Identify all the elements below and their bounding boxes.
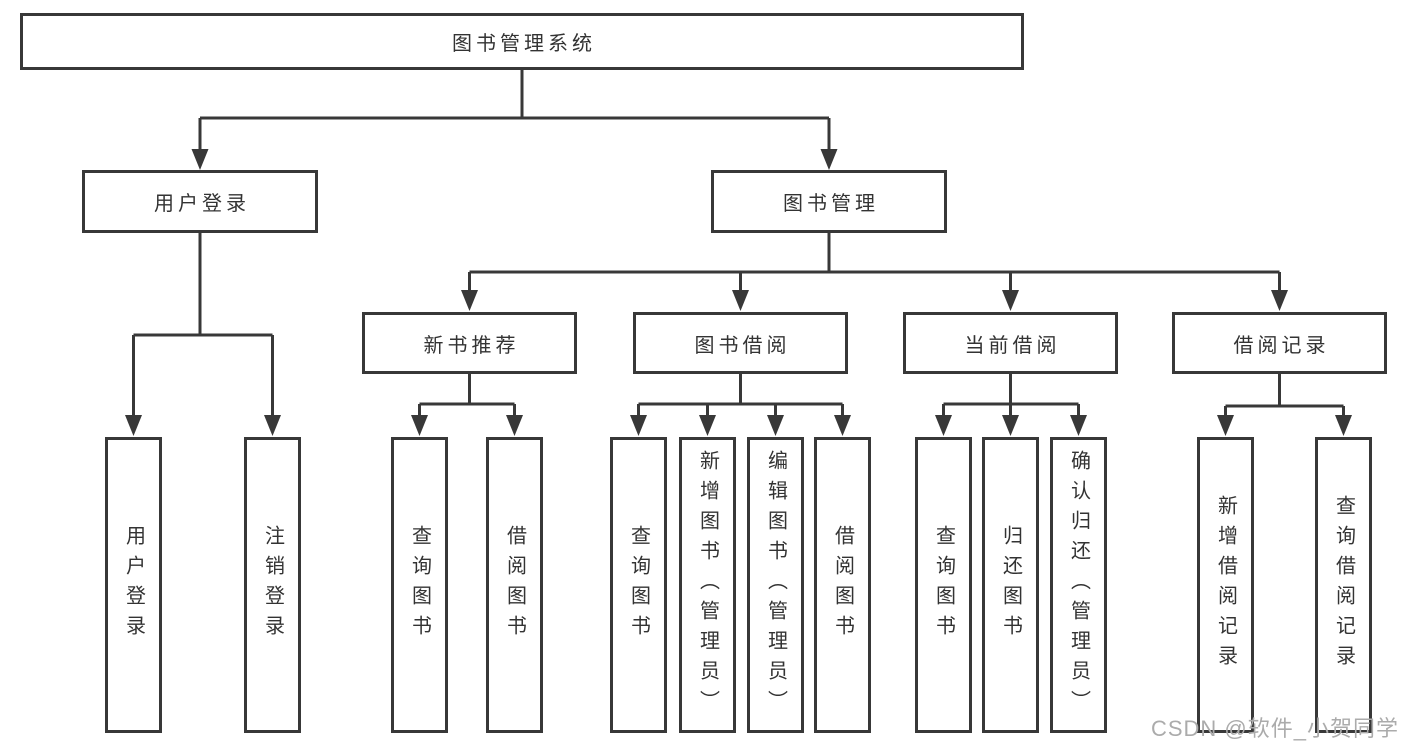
node-label: 查询图书 xyxy=(627,525,650,645)
node-library-management-system: 图书管理系统 xyxy=(20,13,1024,70)
node-label: 归还图书 xyxy=(999,525,1022,645)
node-label: 查询图书 xyxy=(932,525,955,645)
node-current-borrowing: 当前借阅 xyxy=(903,312,1118,374)
node-add-books-admin: 新增图书（管理员） xyxy=(679,437,736,733)
node-label: 当前借阅 xyxy=(964,334,1061,357)
connector-path xyxy=(132,70,1345,418)
node-edit-books-admin: 编辑图书（管理员） xyxy=(747,437,804,733)
node-query-books-borrowing: 查询图书 xyxy=(610,437,667,733)
node-label: 借阅图书 xyxy=(831,525,854,645)
node-label: 图书借阅 xyxy=(694,334,791,357)
watermark: CSDN @软件_小贺同学 xyxy=(1150,716,1399,741)
node-borrowing-records: 借阅记录 xyxy=(1172,312,1387,374)
node-book-borrowing: 图书借阅 xyxy=(633,312,848,374)
node-label: 新增借阅记录 xyxy=(1214,495,1237,675)
node-confirm-return-admin: 确认归还（管理员） xyxy=(1050,437,1107,733)
node-label: 借阅图书 xyxy=(503,525,526,645)
arrowheads xyxy=(125,149,1352,436)
node-query-books-recommend: 查询图书 xyxy=(391,437,448,733)
node-label: 确认归还（管理员） xyxy=(1067,450,1090,720)
node-add-borrow-record: 新增借阅记录 xyxy=(1197,437,1254,733)
node-label: 图书管理系统 xyxy=(452,33,596,55)
node-book-management: 图书管理 xyxy=(711,170,947,233)
node-label: 新增图书（管理员） xyxy=(696,450,719,720)
node-borrow-books-recommend: 借阅图书 xyxy=(486,437,543,733)
node-label: 新书推荐 xyxy=(423,334,520,357)
node-query-borrow-record: 查询借阅记录 xyxy=(1315,437,1372,733)
node-logout: 注销登录 xyxy=(244,437,301,733)
node-label: 图书管理 xyxy=(783,193,879,215)
node-label: 借阅记录 xyxy=(1233,334,1330,357)
node-user-login: 用户登录 xyxy=(82,170,318,233)
node-label: 用户登录 xyxy=(122,525,145,645)
node-label: 查询图书 xyxy=(408,525,431,645)
node-label: 用户登录 xyxy=(154,193,250,215)
node-user-login-action: 用户登录 xyxy=(105,437,162,733)
node-return-books: 归还图书 xyxy=(982,437,1039,733)
node-label: 查询借阅记录 xyxy=(1332,495,1355,675)
node-new-book-recommend: 新书推荐 xyxy=(362,312,577,374)
node-label: 注销登录 xyxy=(261,525,284,645)
node-borrow-books-borrowing: 借阅图书 xyxy=(814,437,871,733)
node-label: 编辑图书（管理员） xyxy=(764,450,787,720)
node-query-books-current: 查询图书 xyxy=(915,437,972,733)
